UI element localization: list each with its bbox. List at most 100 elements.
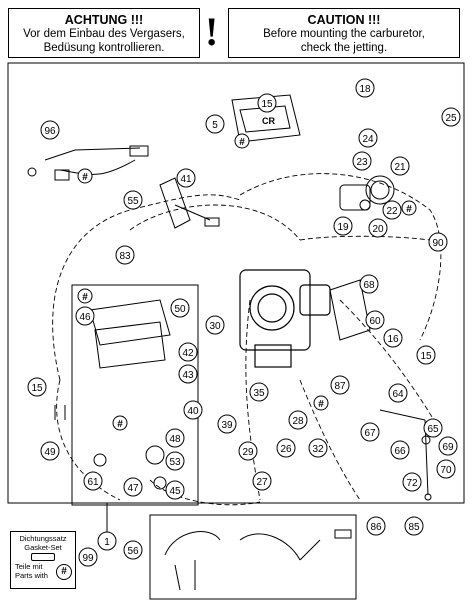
callout-16: 16 — [383, 328, 403, 348]
callout-48: 48 — [165, 428, 185, 448]
legend-hash-icon: # — [56, 564, 72, 580]
callout-18-label: 18 — [359, 84, 371, 95]
warning-english-line2: check the jetting. — [300, 42, 388, 54]
callout-53-label: 53 — [169, 457, 181, 468]
callout-15b-label: 15 — [31, 383, 43, 394]
callout-40: 40 — [183, 400, 203, 420]
callout-26-label: 26 — [280, 444, 292, 455]
callout-24: 24 — [358, 128, 378, 148]
svg-text:#: # — [82, 172, 88, 183]
callouts: 5 15 18 25 96 24 23 21 41 55 22 20 19 90… — [27, 78, 461, 567]
svg-text:#: # — [239, 137, 245, 148]
callout-56-label: 56 — [127, 546, 139, 557]
callout-67-label: 67 — [364, 428, 376, 439]
callout-64: 64 — [388, 383, 408, 403]
legend-gasket-icon — [31, 553, 55, 561]
callout-86-label: 86 — [370, 522, 382, 533]
callout-32: 32 — [308, 438, 328, 458]
hash-marker: # — [401, 200, 417, 216]
legend-gasket-en: Gasket-Set — [24, 543, 62, 552]
callout-47-label: 47 — [127, 483, 139, 494]
callout-69-label: 69 — [442, 442, 454, 453]
callout-16-label: 16 — [387, 334, 399, 345]
callout-64-label: 64 — [392, 389, 404, 400]
hash-marker: # — [77, 288, 93, 304]
main-frame — [7, 62, 465, 504]
callout-96-label: 96 — [44, 126, 56, 137]
callout-53: 53 — [165, 451, 185, 471]
warning-english-heading: CAUTION !!! — [307, 13, 381, 27]
callout-30-label: 30 — [209, 321, 221, 332]
callout-55: 55 — [123, 190, 143, 210]
callout-23: 23 — [352, 151, 372, 171]
callout-55-label: 55 — [127, 196, 139, 207]
callout-70: 70 — [436, 459, 456, 479]
svg-text:#: # — [82, 292, 88, 303]
callout-30: 30 — [205, 315, 225, 335]
callout-18: 18 — [355, 78, 375, 98]
callout-19: 19 — [333, 216, 353, 236]
warning-german-line2: Bedüsung kontrollieren. — [43, 42, 165, 54]
callout-28-label: 28 — [292, 416, 304, 427]
pump-cover-part — [329, 279, 371, 341]
callout-42-label: 42 — [182, 348, 194, 359]
callout-60: 60 — [365, 310, 385, 330]
callout-20: 20 — [368, 218, 388, 238]
callout-32-label: 32 — [312, 444, 324, 455]
callout-25: 25 — [441, 107, 461, 127]
callout-42: 42 — [178, 342, 198, 362]
callout-61-label: 61 — [87, 477, 99, 488]
callout-41: 41 — [176, 168, 196, 188]
callout-20-label: 20 — [372, 224, 384, 235]
callout-61: 61 — [83, 471, 103, 491]
hash-marker: # — [313, 395, 329, 411]
callout-14-label: 15 — [420, 351, 432, 362]
callout-45: 45 — [165, 480, 185, 500]
callout-43: 43 — [178, 364, 198, 384]
callout-87-label: 87 — [334, 381, 346, 392]
callout-86: 86 — [366, 516, 386, 536]
callout-47: 47 — [123, 477, 143, 497]
callout-70-label: 70 — [440, 465, 452, 476]
callout-41-label: 41 — [180, 174, 192, 185]
callout-83-label: 83 — [119, 251, 131, 262]
legend-parts-en: Parts with — [15, 571, 48, 580]
callout-48-label: 48 — [169, 434, 181, 445]
callout-49-label: 49 — [44, 447, 56, 458]
carburetor-body — [239, 269, 331, 368]
callout-28: 28 — [288, 410, 308, 430]
sensor-assembly-part — [339, 175, 395, 211]
callout-65-label: 65 — [427, 424, 439, 435]
callout-45-label: 45 — [169, 486, 181, 497]
callout-68: 68 — [359, 274, 379, 294]
callout-99-label: 99 — [82, 553, 94, 564]
hash-marker: # — [234, 133, 250, 149]
callout-50: 50 — [170, 298, 190, 318]
callout-26: 26 — [276, 438, 296, 458]
hose-set-part — [164, 529, 352, 591]
hash-marker: # — [112, 415, 128, 431]
callout-15-label: 15 — [261, 99, 273, 110]
callout-87: 87 — [330, 375, 350, 395]
warning-german: ACHTUNG !!! Vor dem Einbau des Vergasers… — [8, 8, 200, 58]
callout-99: 99 — [78, 547, 98, 567]
callout-22: 22 — [382, 200, 402, 220]
callout-23-label: 23 — [356, 157, 368, 168]
callout-35: 35 — [249, 382, 269, 402]
legend-gasket-de: Dichtungssatz — [19, 534, 67, 543]
callout-1-label: 1 — [104, 537, 110, 548]
callout-66: 66 — [390, 440, 410, 460]
float-bowl-box — [71, 284, 199, 506]
hose-set-box — [149, 514, 357, 600]
warning-english-line1: Before mounting the carburetor, — [263, 28, 425, 40]
callout-69: 69 — [438, 436, 458, 456]
callout-68-label: 68 — [363, 280, 375, 291]
callout-40-label: 40 — [187, 406, 199, 417]
callout-15: 15 — [257, 93, 277, 113]
callout-66-label: 66 — [394, 446, 406, 457]
callout-67: 67 — [360, 422, 380, 442]
warning-german-line1: Vor dem Einbau des Vergasers, — [23, 28, 185, 40]
callout-83: 83 — [115, 245, 135, 265]
callout-46: 46 — [75, 306, 95, 326]
